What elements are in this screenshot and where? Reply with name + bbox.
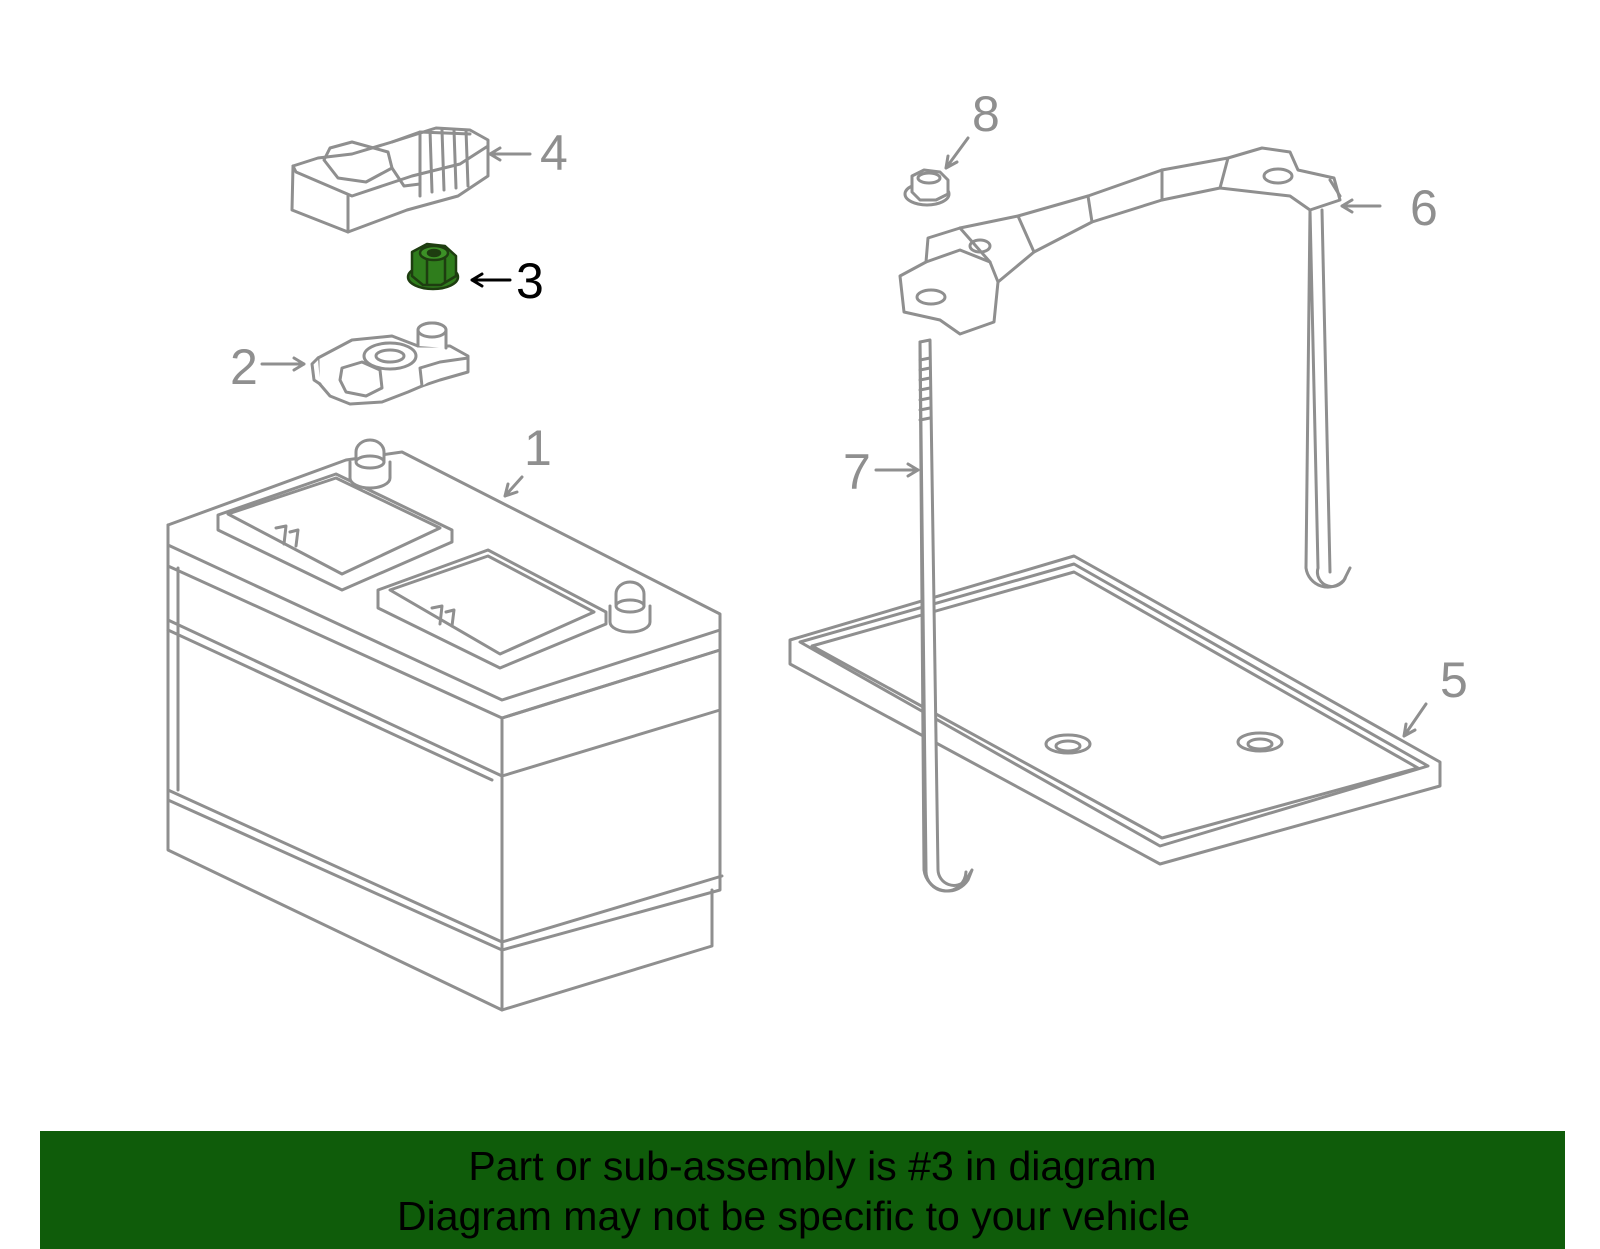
callout-7[interactable]: 7 [843,444,871,500]
banner-line-part-number: Part or sub-assembly is #3 in diagram [468,1143,1157,1189]
bracket-nut-part[interactable] [903,168,951,207]
leader-arrow-8 [944,136,970,170]
callout-6[interactable]: 6 [1410,180,1438,236]
leader-arrow-3 [470,272,512,288]
callout-4[interactable]: 4 [540,125,568,181]
callout-8[interactable]: 8 [972,86,1000,142]
leader-arrow-2 [260,356,306,372]
leader-arrow-7 [874,462,920,478]
banner-line-disclaimer: Diagram may not be specific to your vehi… [396,1193,1190,1239]
callout-2[interactable]: 2 [230,339,258,395]
leader-arrow-4 [488,146,532,162]
leader-arrow-1 [503,475,524,498]
hold-down-bracket-part[interactable] [898,146,1352,589]
callout-3[interactable]: 3 [516,253,544,309]
terminal-nut-part[interactable] [406,242,460,291]
callout-labels: 1 2 3 4 5 6 7 8 [230,86,1468,708]
leader-lines [260,136,1428,738]
callout-1[interactable]: 1 [524,420,552,476]
battery-tray-part[interactable] [788,554,1442,866]
terminal-cover-part[interactable] [290,126,490,234]
leader-arrow-6 [1340,198,1382,214]
leader-arrow-5 [1402,702,1428,738]
terminal-clamp-part[interactable] [310,321,470,406]
callout-5[interactable]: 5 [1440,652,1468,708]
hold-down-rod-part[interactable] [918,338,974,893]
battery-part[interactable] [166,438,724,1012]
info-banner: Part or sub-assembly is #3 in diagram Di… [40,1131,1565,1249]
